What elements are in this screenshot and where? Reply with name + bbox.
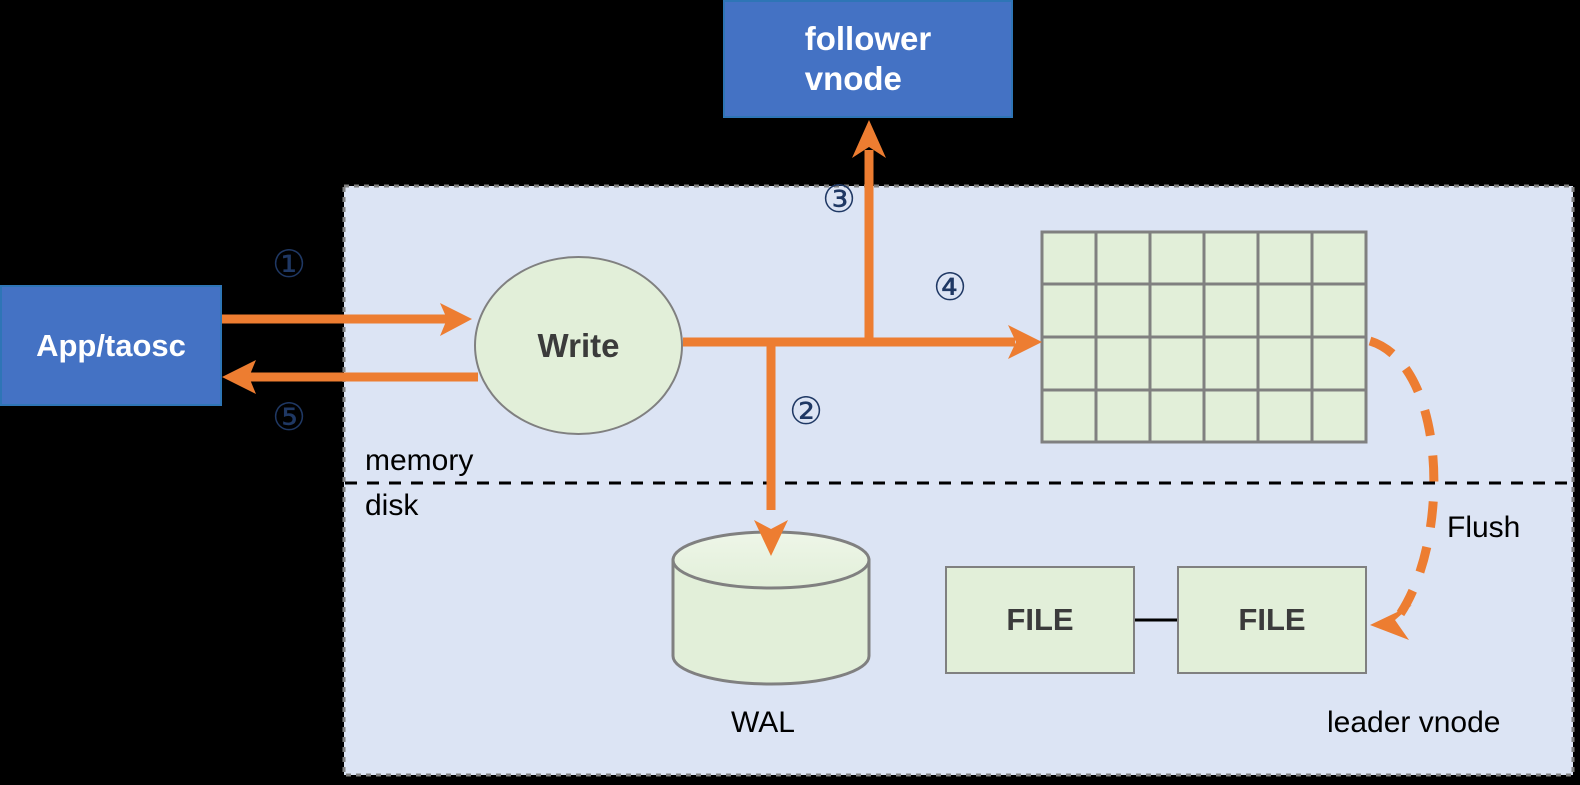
arrow-step-2 xyxy=(754,520,788,556)
wal-cylinder xyxy=(671,530,871,686)
step-marker-5: ⑤ xyxy=(272,395,307,439)
wal-label: WAL xyxy=(731,706,795,739)
file-box-2[interactable]: FILE xyxy=(1177,566,1367,674)
write-trunk xyxy=(683,150,1015,510)
step-marker-3: ③ xyxy=(822,177,857,221)
file-box-1[interactable]: FILE xyxy=(945,566,1135,674)
arrow-step-4 xyxy=(1008,325,1042,359)
file-box-1-label: FILE xyxy=(1006,602,1074,637)
flush-arrow xyxy=(1368,336,1439,640)
follower-vnode-label-line1: follower xyxy=(804,20,932,58)
disk-label: disk xyxy=(365,489,419,522)
flush-label: Flush xyxy=(1447,511,1521,544)
memory-label: memory xyxy=(365,444,474,477)
arrow-step-1 xyxy=(222,303,472,336)
file-box-2-label: FILE xyxy=(1238,602,1306,637)
leader-vnode-label: leader vnode xyxy=(1327,706,1501,739)
app-taosc-label: App/taosc xyxy=(36,327,186,363)
follower-vnode-box[interactable]: follower vnode xyxy=(723,0,1013,118)
arrow-step-5 xyxy=(222,360,478,394)
step-marker-1: ① xyxy=(272,242,307,286)
memtable-grid xyxy=(1040,230,1368,444)
follower-vnode-label-line2: vnode xyxy=(804,60,902,97)
write-node[interactable]: Write xyxy=(474,256,683,435)
write-node-label: Write xyxy=(537,326,620,364)
arrow-step-3 xyxy=(852,120,886,158)
step-marker-2: ② xyxy=(789,389,824,433)
step-marker-4: ④ xyxy=(933,265,968,309)
app-taosc-box[interactable]: App/taosc xyxy=(0,285,222,406)
